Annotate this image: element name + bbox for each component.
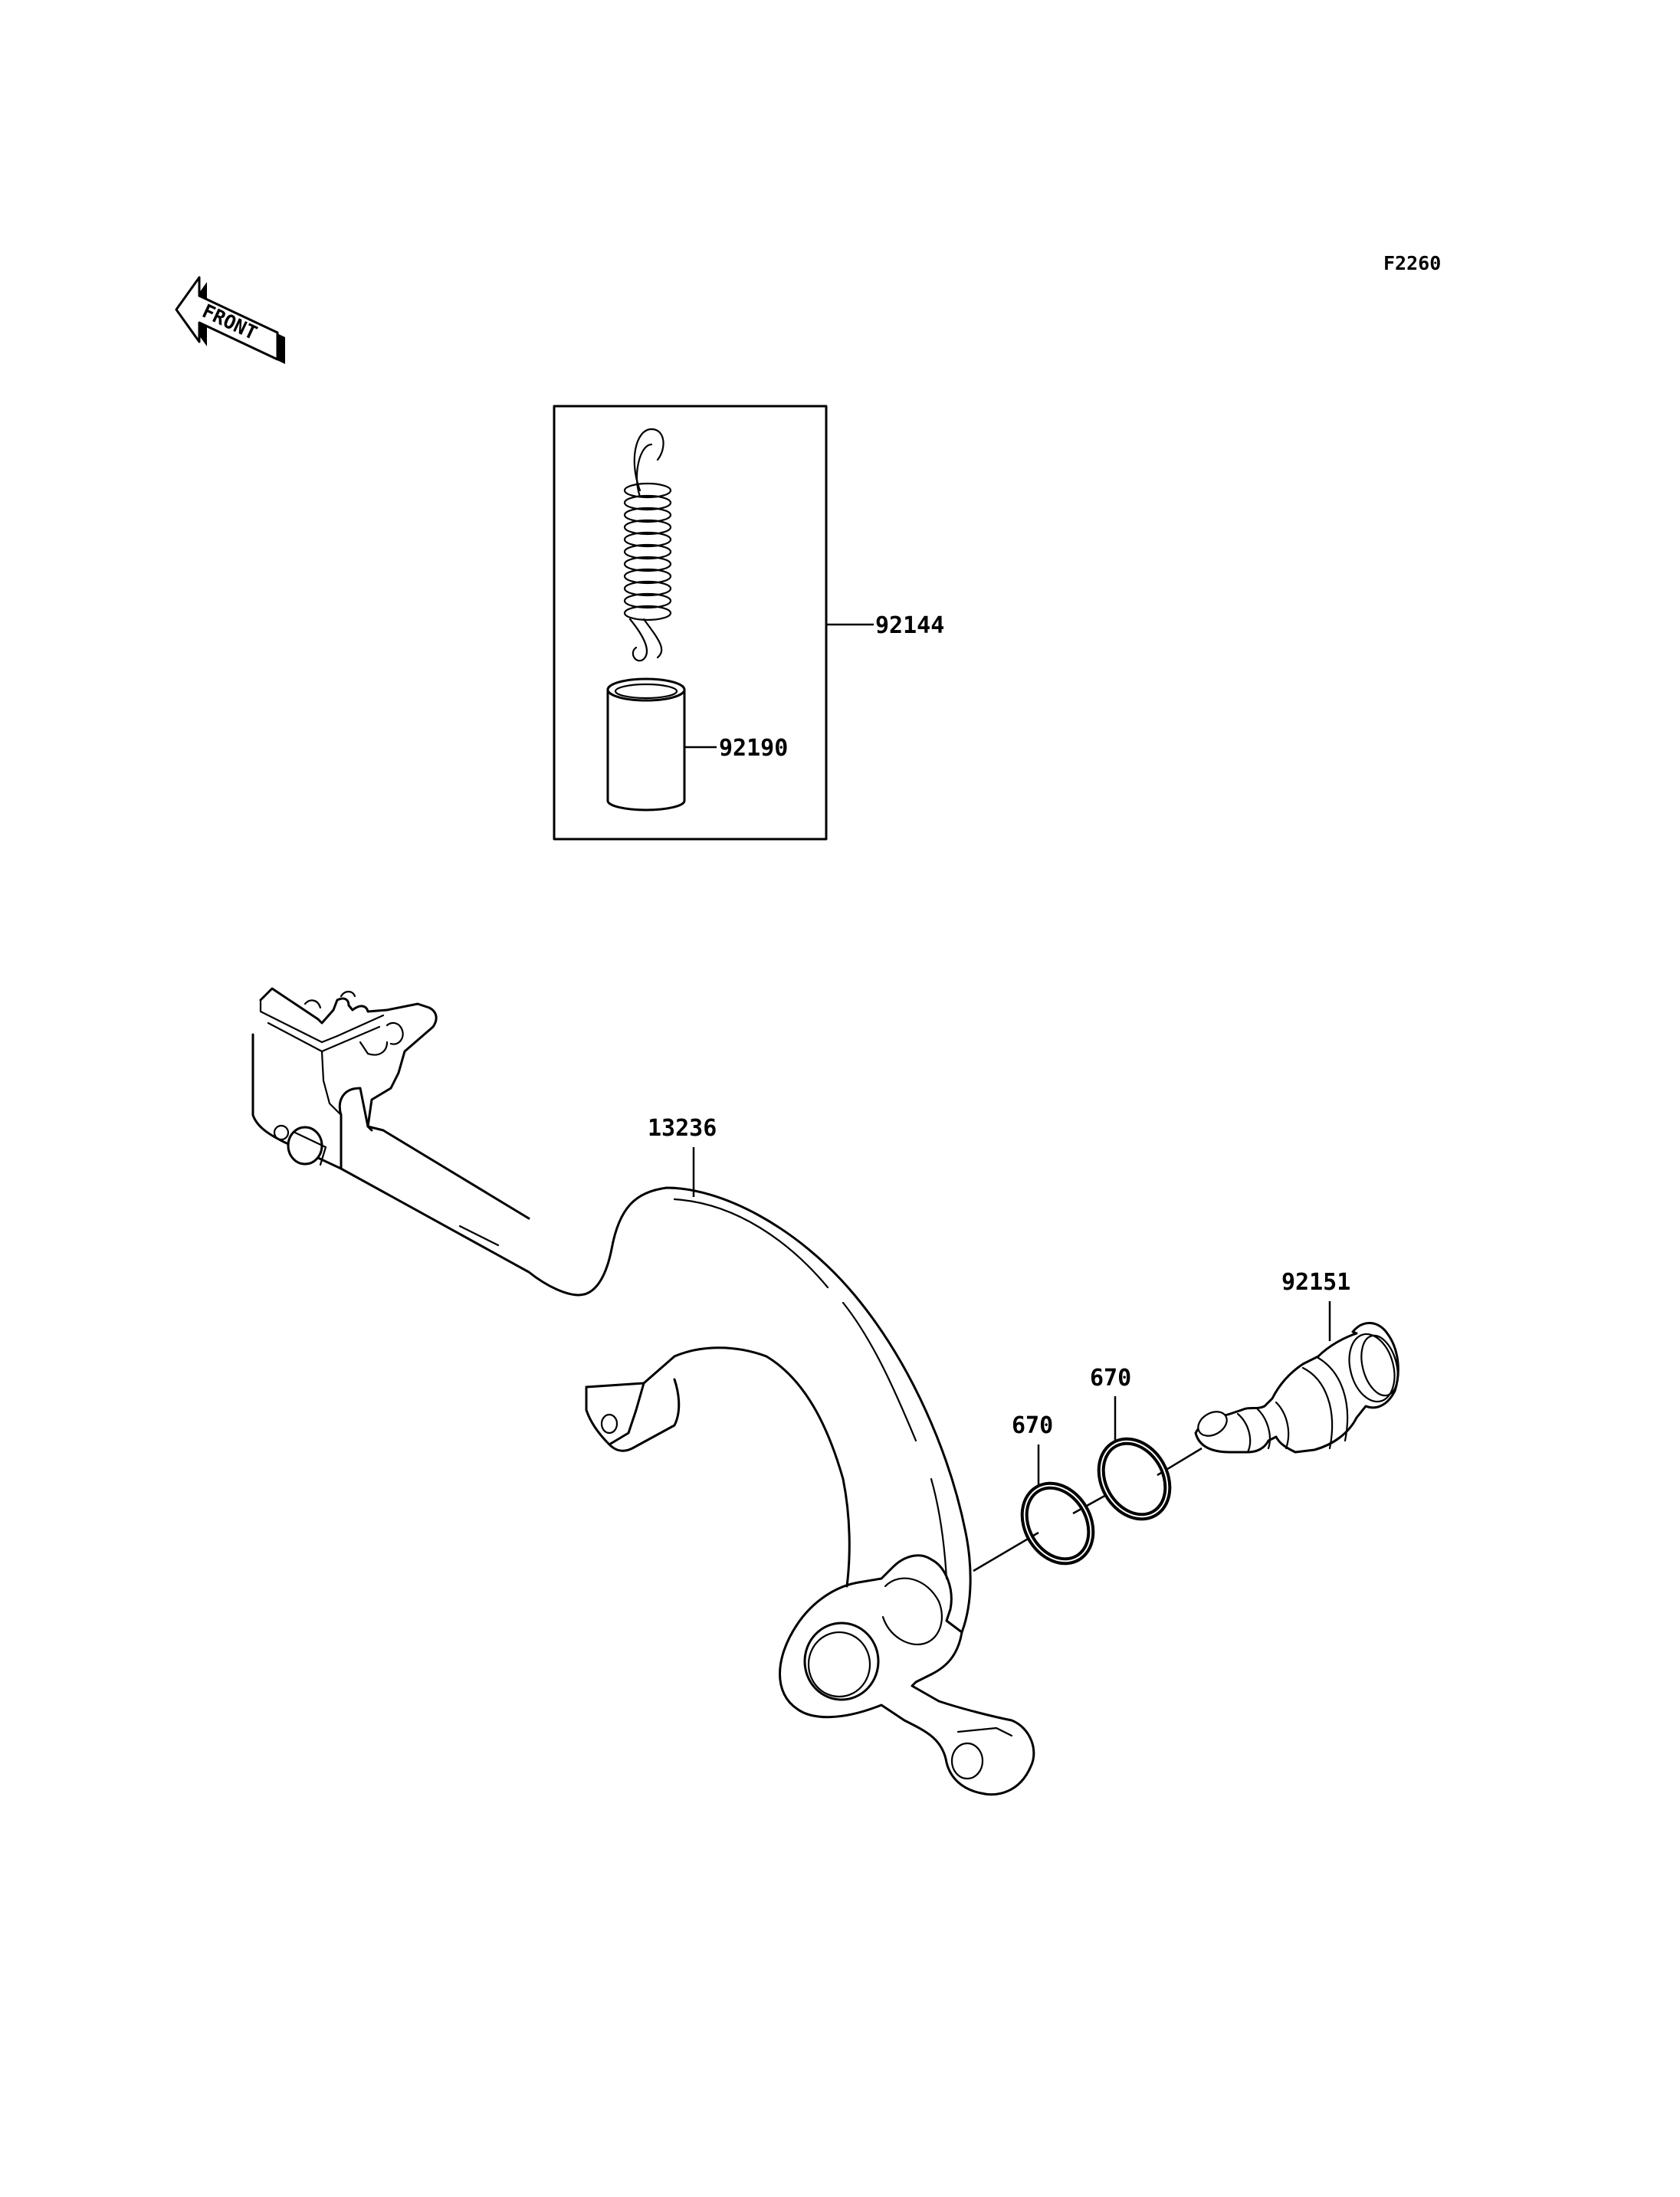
return-spring xyxy=(623,428,672,662)
spring-coil xyxy=(623,592,672,609)
part-label-13236: 13236 xyxy=(648,1115,717,1142)
spring-coil xyxy=(623,519,672,536)
spring-coil xyxy=(623,507,672,523)
brake-pedal xyxy=(251,987,1035,1796)
spring-coil xyxy=(623,556,672,572)
part-label-670-left: 670 xyxy=(1012,1412,1053,1439)
part-label-670-right: 670 xyxy=(1090,1365,1131,1392)
part-label-92144: 92144 xyxy=(875,612,944,639)
pivot-bolt xyxy=(1194,1322,1399,1454)
part-label-92190: 92190 xyxy=(719,735,788,762)
o-ring-left xyxy=(1020,1481,1095,1566)
spring-coil xyxy=(623,543,672,560)
spring-kit-box xyxy=(553,405,874,841)
front-arrow-icon: FRONT xyxy=(175,276,285,364)
spring-coil xyxy=(623,482,672,499)
figure-code: F2260 xyxy=(1383,252,1441,274)
o-ring-right xyxy=(1097,1437,1172,1521)
spring-coil xyxy=(623,494,672,511)
spring-coil xyxy=(623,580,672,597)
part-label-92151: 92151 xyxy=(1281,1269,1350,1296)
spring-coil xyxy=(623,568,672,585)
collar xyxy=(606,677,686,812)
spring-coil xyxy=(623,605,672,621)
spring-coil xyxy=(623,531,672,548)
